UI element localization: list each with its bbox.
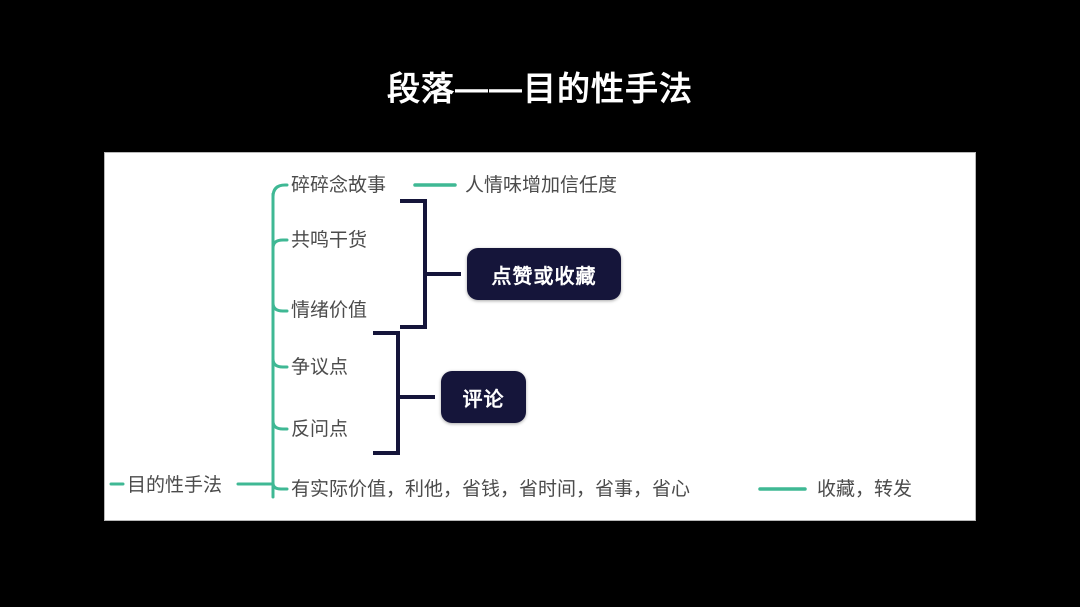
bracket-like-group	[400, 199, 427, 329]
mindmap-board: 目的性手法 碎碎念故事 人情味增加信任度 共鸣干货 情绪价值 争议点 反问点 有…	[104, 152, 976, 521]
mindmap-connectors	[109, 183, 807, 499]
mindmap-root-label[interactable]: 目的性手法	[127, 475, 223, 496]
mindmap-node-emotion[interactable]: 情绪价值	[291, 300, 368, 321]
branch-line-resonance	[271, 238, 289, 250]
mindmap-node-question[interactable]: 反问点	[291, 419, 349, 440]
mindmap-outcome-trust[interactable]: 人情味增加信任度	[465, 175, 618, 196]
mindmap-node-resonance[interactable]: 共鸣干货	[291, 230, 368, 251]
bracket-comment-group	[373, 331, 400, 455]
mindmap-node-story[interactable]: 碎碎念故事	[291, 175, 387, 196]
result-pill-comment[interactable]: 评论	[441, 371, 526, 423]
mindmap-outcome-share[interactable]: 收藏，转发	[817, 479, 913, 500]
branch-line-question	[271, 419, 289, 431]
branch-line-story	[271, 183, 289, 199]
branch-line-emotion	[271, 301, 289, 313]
mindmap-node-dispute[interactable]: 争议点	[291, 357, 349, 378]
branch-line-dispute	[271, 357, 289, 369]
result-pill-like-or-favorite[interactable]: 点赞或收藏	[467, 248, 621, 300]
branch-line-value	[271, 481, 289, 491]
page-title: 段落——目的性手法	[387, 70, 693, 107]
mindmap-node-practical-value[interactable]: 有实际价值，利他，省钱，省时间，省事，省心	[291, 479, 691, 500]
